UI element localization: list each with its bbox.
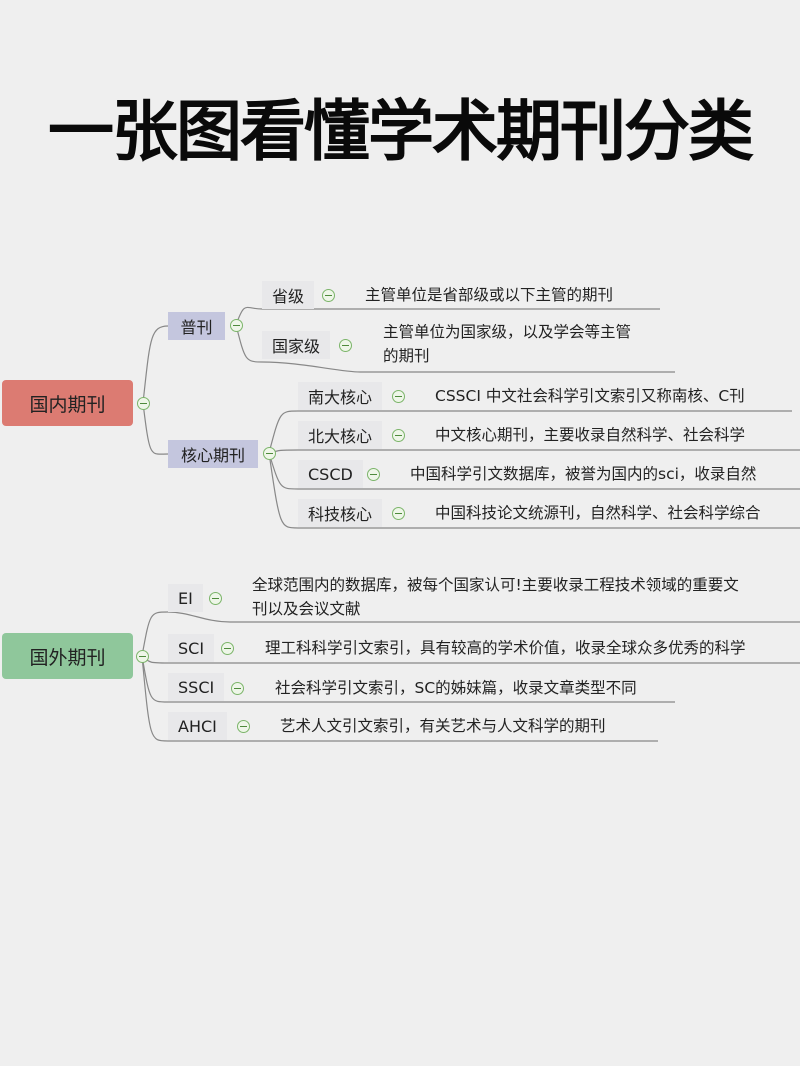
node-ssci[interactable]: SSCI (168, 673, 225, 701)
desc-ei: 全球范围内的数据库，被每个国家认可!主要收录工程技术领域的重要文刊以及会议文献 (252, 576, 739, 618)
collapse-icon[interactable] (209, 592, 222, 605)
desc-nanjing-core: CSSCI 中文社会科学引文索引又称南核、C刊 (435, 387, 745, 405)
node-general-journals[interactable]: 普刊 (168, 312, 225, 340)
node-label: 南大核心 (308, 388, 373, 407)
node-label: 普刊 (180, 318, 213, 337)
collapse-icon[interactable] (230, 319, 243, 332)
node-label: EI (178, 588, 193, 608)
node-label: CSCD (308, 464, 353, 484)
node-label: 核心期刊 (180, 446, 245, 465)
collapse-icon[interactable] (136, 650, 149, 663)
collapse-icon[interactable] (322, 289, 335, 302)
node-cscd[interactable]: CSCD (298, 460, 363, 488)
node-label: 国内期刊 (29, 393, 106, 416)
collapse-icon[interactable] (367, 468, 380, 481)
desc-peking-core: 中文核心期刊，主要收录自然科学、社会科学 (435, 426, 746, 444)
node-national[interactable]: 国家级 (262, 331, 331, 359)
collapse-icon[interactable] (392, 507, 405, 520)
collapse-icon[interactable] (263, 447, 276, 460)
collapse-icon[interactable] (237, 720, 250, 733)
desc-cscd: 中国科学引文数据库，被誉为国内的sci，收录自然 (410, 465, 757, 483)
node-label: AHCI (178, 716, 217, 736)
node-label: SSCI (178, 677, 215, 697)
node-foreign-journals[interactable]: 国外期刊 (2, 633, 133, 679)
collapse-icon[interactable] (392, 390, 405, 403)
node-sci[interactable]: SCI (168, 634, 215, 662)
desc-provincial: 主管单位是省部级或以下主管的期刊 (365, 286, 614, 304)
collapse-icon[interactable] (231, 682, 244, 695)
node-ahci[interactable]: AHCI (168, 712, 227, 740)
collapse-icon[interactable] (221, 642, 234, 655)
node-label: SCI (178, 638, 205, 658)
node-label: 科技核心 (308, 505, 373, 524)
desc-ahci: 艺术人文引文索引，有关艺术与人文科学的期刊 (280, 717, 606, 735)
desc-tech-core: 中国科技论文统源刊，自然科学、社会科学综合 (435, 504, 761, 522)
desc-ssci: 社会科学引文索引，SC的姊妹篇，收录文章类型不同 (275, 679, 637, 697)
collapse-icon[interactable] (392, 429, 405, 442)
collapse-icon[interactable] (339, 339, 352, 352)
page-title: 一张图看懂学术期刊分类 (48, 93, 754, 170)
collapse-icon[interactable] (137, 397, 150, 410)
node-label: 省级 (272, 287, 305, 306)
node-peking-core[interactable]: 北大核心 (298, 421, 383, 449)
node-label: 北大核心 (308, 427, 373, 446)
node-domestic-journals[interactable]: 国内期刊 (2, 380, 133, 426)
node-core-journals[interactable]: 核心期刊 (168, 440, 258, 468)
node-provincial[interactable]: 省级 (262, 281, 315, 309)
node-ei[interactable]: EI (168, 584, 203, 612)
node-label: 国外期刊 (29, 646, 106, 669)
node-label: 国家级 (272, 337, 321, 356)
desc-national: 主管单位为国家级，以及学会等主管的期刊 (383, 323, 632, 365)
node-tech-core[interactable]: 科技核心 (298, 499, 383, 527)
node-nanjing-core[interactable]: 南大核心 (298, 382, 383, 410)
desc-sci: 理工科科学引文索引，具有较高的学术价值，收录全球众多优秀的科学 (265, 639, 746, 657)
